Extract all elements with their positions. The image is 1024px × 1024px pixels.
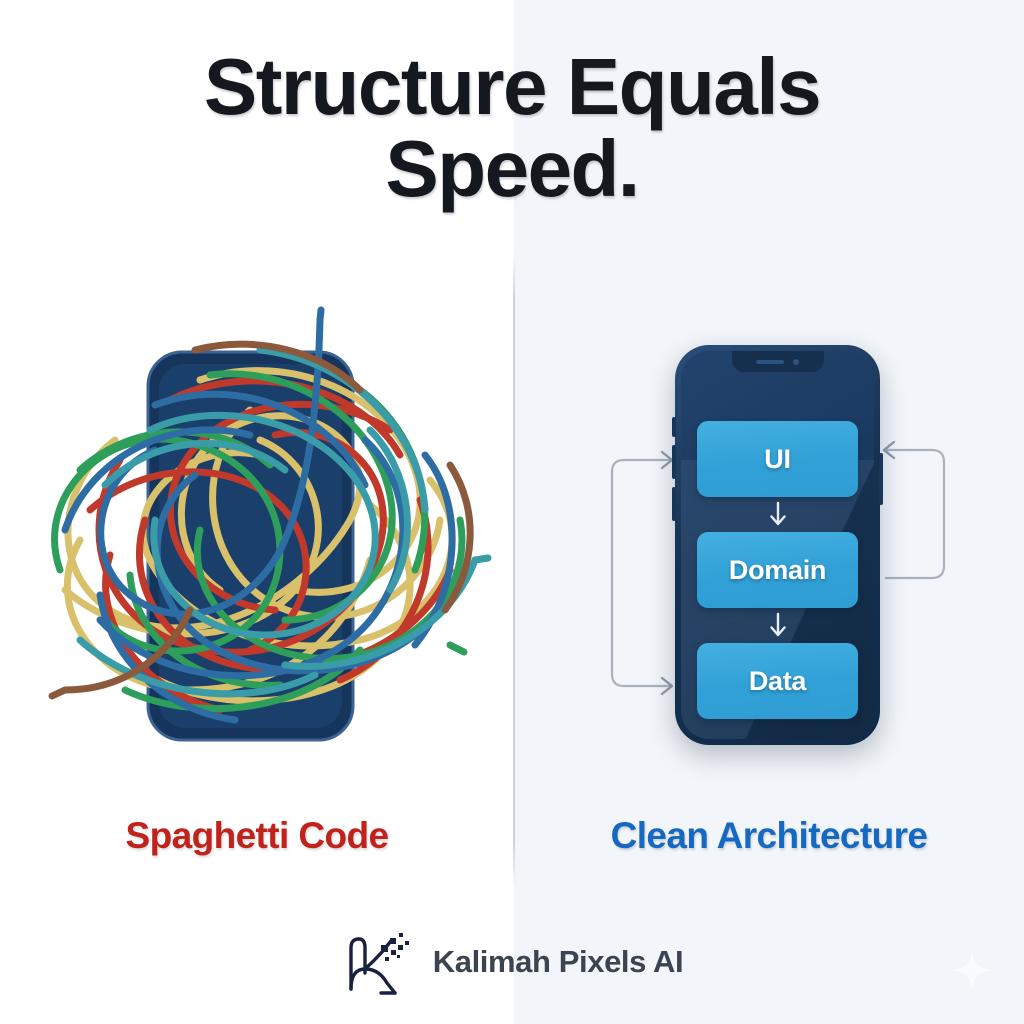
flow-arrow-domain-to-data [697, 608, 858, 643]
right-feedback-bracket [874, 438, 956, 593]
vertical-divider [513, 255, 515, 887]
tangled-wires-svg [48, 306, 492, 742]
power-button[interactable] [879, 453, 883, 505]
layer-label-data: Data [748, 665, 807, 696]
kalimah-k-pixel-logo-icon [341, 925, 415, 999]
layer-label-ui: UI [764, 443, 791, 474]
phone-notch [731, 351, 824, 372]
title-line-1: Structure Equals [203, 42, 822, 131]
architecture-layer-stack: UI Domain Data [697, 421, 858, 719]
down-arrow-icon [769, 501, 786, 525]
spaghetti-illustration [20, 290, 500, 760]
arrowhead-left-top [882, 440, 896, 460]
brand-name: Kalimah Pixels AI [432, 944, 684, 979]
left-caption: Spaghetti Code [125, 815, 390, 856]
camera-dot-icon [793, 358, 799, 365]
page-title: Structure Equals Speed. [0, 45, 1024, 214]
arrowhead-right-bottom [660, 676, 674, 696]
layer-label-domain: Domain [728, 554, 827, 585]
down-arrow-icon [769, 612, 786, 636]
flow-arrow-ui-to-domain [697, 497, 858, 532]
layer-card-domain[interactable]: Domain [697, 532, 858, 608]
layer-card-data[interactable]: Data [697, 643, 858, 719]
mute-switch[interactable] [672, 417, 676, 437]
volume-down-button[interactable] [672, 487, 676, 521]
phone-device: UI Domain Data [672, 345, 883, 745]
left-feedback-bracket [600, 448, 680, 698]
layer-card-ui[interactable]: UI [697, 421, 858, 497]
four-point-sparkle-icon [950, 948, 994, 992]
right-caption: Clean Architecture [610, 815, 928, 856]
speaker-slot-icon [756, 359, 784, 364]
title-line-2: Speed. [385, 124, 640, 214]
volume-up-button[interactable] [672, 445, 676, 479]
phone-screen: UI Domain Data [681, 351, 874, 739]
brand-footer: Kalimah Pixels AI [0, 925, 1024, 999]
